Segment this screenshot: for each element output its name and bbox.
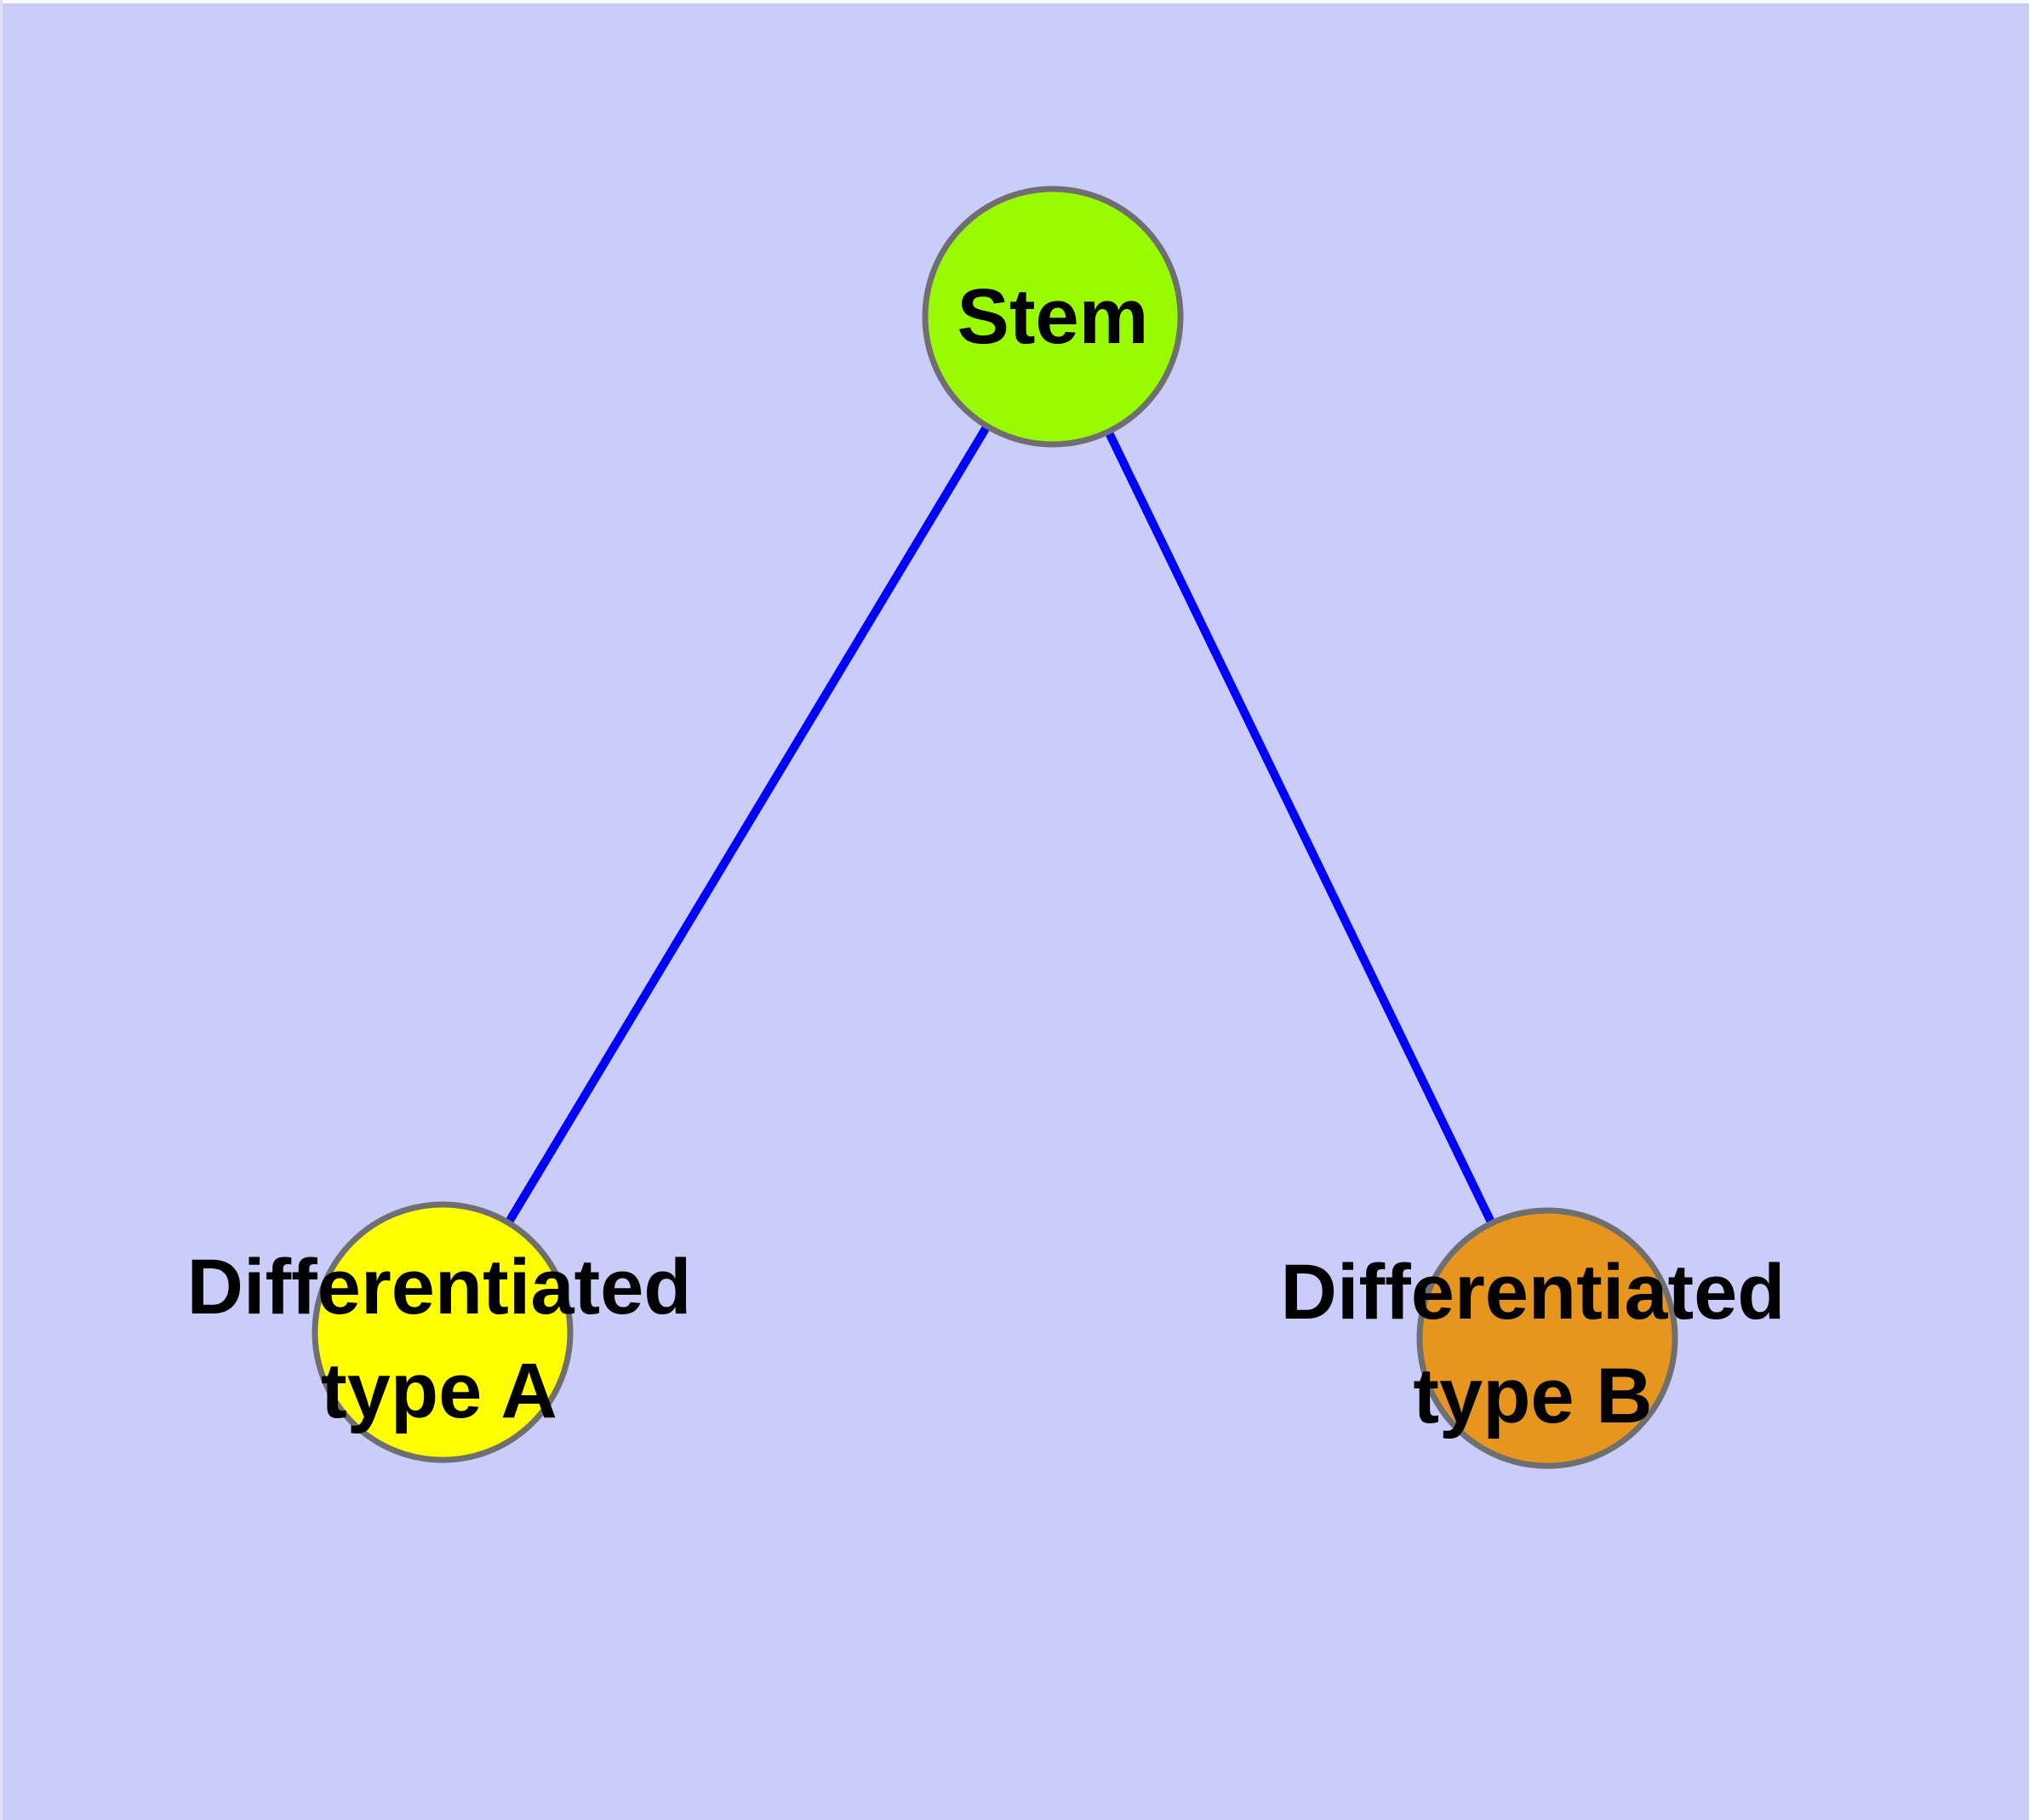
- node-differentiated-type-a-circle: [311, 1201, 574, 1463]
- node-stem-circle: [922, 186, 1184, 448]
- edge-stem-to-type-a: [438, 314, 1057, 1335]
- node-differentiated-type-b-circle: [1416, 1207, 1678, 1469]
- edge-stem-to-type-b: [1049, 314, 1552, 1341]
- frame-highlight-left: [0, 0, 3, 1820]
- frame-highlight-top: [0, 0, 2029, 3]
